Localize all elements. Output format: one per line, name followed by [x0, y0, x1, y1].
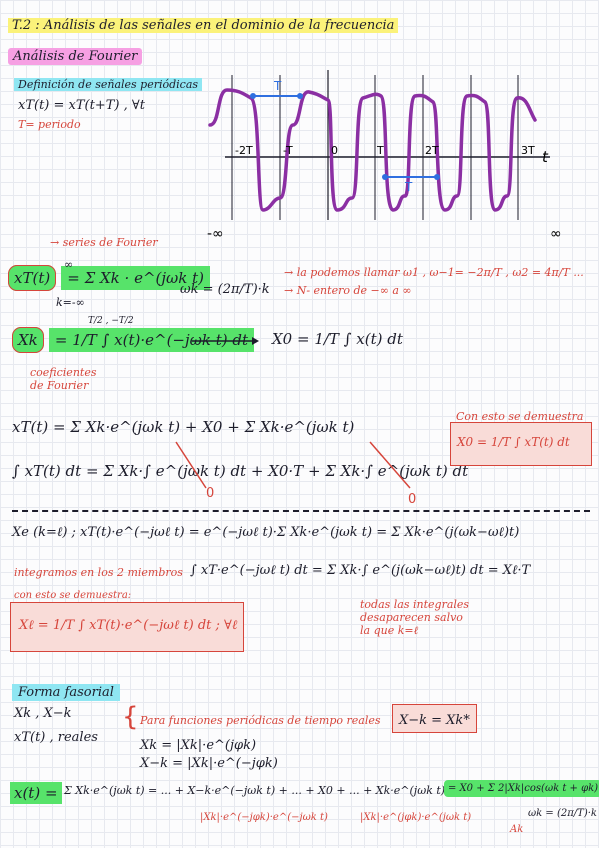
coef-rhs: = 1/T ∫ x(t)·e^(−jωk t) dt: [48, 328, 255, 352]
tick-label: 3T: [521, 144, 535, 157]
phasor-sum: Σ Xk·e^(jωk t) = ... + X−k·e^(−jωk t) + …: [64, 784, 472, 797]
fourier-series-equation: xT(t) = Σ Xk · e^(jωk t): [8, 265, 210, 291]
brace-icon: {: [122, 702, 139, 732]
arrow-to-x0: [192, 337, 259, 345]
period-point: [297, 93, 303, 99]
coef-label: coeficientes de Fourier: [30, 366, 97, 392]
signal-waveform: [208, 88, 537, 212]
subsection-title-periodic: Definición de señales periódicas: [14, 78, 203, 91]
section-title-phasor: Forma fasorial: [12, 684, 120, 701]
x0-result-formula: X0 = 1/T ∫ xT(t) dt: [457, 435, 570, 449]
omega-note-1: → la podemos llamar ω1 , ω−1= −2π/T , ω2…: [284, 266, 584, 279]
omega-note-2: → N- entero de −∞ a ∞: [284, 284, 412, 297]
page-title: T.2 : Análisis de las señales en el domi…: [8, 18, 399, 33]
magnitude-formula-1: Xk = |Xk|·e^(jφk): [140, 738, 257, 753]
phasor-term-2: |Xk|·e^(jφk)·e^(jωk t): [360, 812, 472, 823]
phasor-omega: ωk = (2π/T)·k: [528, 808, 597, 819]
xe-integral: ∫ xT·e^(−jωℓ t) dt = Σ Xk·∫ e^(j(ωk−ωℓ)t…: [190, 563, 531, 578]
tick-label: -2T: [235, 144, 253, 157]
expansion-line-2: ∫ xT(t) dt = Σ Xk·∫ e^(jωk t) dt + X0·T …: [12, 462, 469, 480]
section-title-fourier: Análisis de Fourier: [8, 48, 143, 65]
pos-infinity-label: ∞: [550, 226, 562, 242]
phasor-note: Para funciones periódicas de tiempo real…: [140, 714, 381, 727]
neg-infinity-label: -∞: [207, 226, 224, 242]
xe-note: todas las integrales desaparecen salvo l…: [360, 598, 470, 637]
period-point: [382, 174, 388, 180]
periodic-signal-graph: T T -2T -T 0 T 2T 3T t -∞ ∞: [207, 70, 562, 242]
period-point: [250, 93, 256, 99]
series-rhs: = Σ Xk · e^(jωk t): [61, 266, 210, 290]
period-point: [434, 174, 440, 180]
conjugate-formula: X−k = Xk*: [399, 713, 470, 728]
phasor-lhs: x(t) =: [10, 782, 62, 804]
xe-line: Xe (k=ℓ) ; xT(t)·e^(−jωℓ t) = e^(−jωℓ t)…: [12, 525, 520, 540]
series-label-text: series de Fourier: [62, 236, 158, 249]
integrate-label: integramos en los 2 miembros: [14, 566, 183, 579]
coefficient-equation: Xk = 1/T ∫ x(t)·e^(−jωk t) dt: [12, 327, 255, 353]
x0-result-box: X0 = 1/T ∫ xT(t) dt: [450, 422, 592, 466]
coef-lhs: Xk: [12, 327, 44, 353]
section-divider: [12, 510, 590, 512]
tick-label: 2T: [425, 144, 439, 157]
xe-result-box: Xℓ = 1/T ∫ xT(t)·e^(−jωℓ t) dt ; ∀ℓ: [10, 602, 244, 652]
demo-label: Con esto se demuestra: [456, 410, 584, 423]
period-label-top: T: [273, 79, 282, 93]
series-label: → series de Fourier: [50, 236, 158, 249]
xk-pair: Xk , X−k: [14, 706, 72, 721]
period-label-bottom: T: [404, 180, 413, 194]
phasor-result: = X0 + Σ 2|Xk|cos(ωk t + φk): [444, 780, 599, 797]
magnitude-formula-2: X−k = |Xk|·e^(−jφk): [140, 756, 278, 771]
tick-label: -T: [283, 144, 293, 157]
period-note: T= periodo: [18, 118, 81, 131]
zero-marker: 0: [408, 492, 417, 507]
cancel-arrow: [369, 441, 411, 489]
expansion-line-1: xT(t) = Σ Xk·e^(jωk t) + X0 + Σ Xk·e^(jω…: [12, 418, 355, 436]
axis-variable-label: t: [542, 148, 549, 166]
omega-definition: ωk = (2π/T)·k: [180, 282, 270, 297]
zero-marker: 0: [206, 486, 215, 501]
xe-result-formula: Xℓ = 1/T ∫ xT(t)·e^(−jωℓ t) dt ; ∀ℓ: [19, 618, 238, 633]
tick-label: 0: [331, 144, 338, 157]
phasor-term-1: |Xk|·e^(−jφk)·e^(−jωk t): [200, 812, 328, 823]
periodicity-equation: xT(t) = xT(t+T) , ∀t: [18, 98, 145, 113]
cancel-arrow: [175, 441, 207, 489]
xt-real: xT(t) , reales: [14, 730, 98, 745]
tick-label: T: [376, 144, 384, 157]
sum-upper-limit: ∞: [64, 258, 74, 271]
xe-demo-label: con esto se demuestra:: [14, 590, 132, 601]
x0-formula: X0 = 1/T ∫ x(t) dt: [272, 330, 403, 348]
coef-integral-limits: T/2 , −T/2: [88, 316, 134, 326]
sum-lower-limit: k=-∞: [56, 296, 85, 309]
conjugate-box: X−k = Xk*: [392, 704, 477, 733]
cancel-arrows: [175, 441, 411, 489]
series-lhs: xT(t): [8, 265, 57, 291]
ak-label: Ak: [510, 824, 524, 835]
